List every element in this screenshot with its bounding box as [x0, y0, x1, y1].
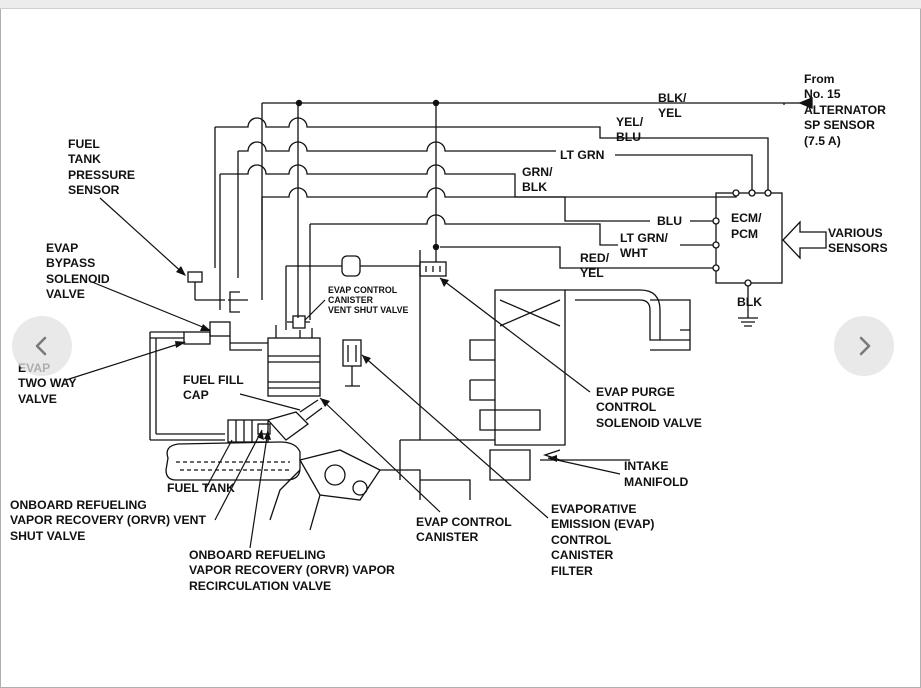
wiring-harness: [214, 102, 802, 320]
label-bypass-2: BYPASS: [46, 256, 95, 270]
label-sp-sensor: SP SENSOR: [804, 118, 875, 132]
various-sensors-1: VARIOUS: [828, 226, 883, 240]
wire-yel-blu-1: YEL/: [616, 115, 644, 129]
previous-image-button[interactable]: [12, 316, 72, 376]
label-filter-4: CANISTER: [551, 548, 613, 562]
wire-red-yel-1: RED/: [580, 251, 610, 265]
wire-lt-grn-wht-1: LT GRN/: [620, 231, 668, 245]
label-fillcap-2: CAP: [183, 388, 209, 402]
label-intake-1: INTAKE: [624, 459, 668, 473]
label-amps: (7.5 A): [804, 134, 841, 148]
label-ftps-3: PRESSURE: [68, 168, 135, 182]
label-bypass-3: SOLENOID: [46, 272, 110, 286]
wire-blu: BLU: [657, 214, 682, 228]
label-no15: No. 15: [804, 87, 841, 101]
ecm-label-2: PCM: [731, 227, 758, 241]
next-image-button[interactable]: [834, 316, 894, 376]
label-purge-2: CONTROL: [596, 400, 657, 414]
wire-grn-blk-1: GRN/: [522, 165, 553, 179]
label-fuel-tank: FUEL TANK: [167, 481, 235, 495]
label-vsv-3: VENT SHUT VALVE: [328, 305, 408, 315]
chevron-right-icon: [859, 336, 871, 356]
various-sensors-arrow: [782, 220, 827, 260]
label-vsv-1: EVAP CONTROL: [328, 285, 398, 295]
ecm-label-1: ECM/: [731, 211, 762, 225]
label-purge-1: EVAP PURGE: [596, 385, 675, 399]
label-ftps-2: TANK: [68, 152, 101, 166]
wire-lt-grn-wht-2: WHT: [620, 246, 648, 260]
label-ftps-4: SENSOR: [68, 183, 120, 197]
fuel-tank-shape: [165, 441, 301, 481]
label-vsv-2: CANISTER: [328, 295, 374, 305]
evap-canister-shape: [267, 337, 321, 397]
label-orvr-recirc-3: RECIRCULATION VALVE: [189, 579, 331, 593]
label-filter-2: EMISSION (EVAP): [551, 517, 654, 531]
label-from: From: [804, 72, 835, 86]
label-orvr-recirc-1: ONBOARD REFUELING: [189, 548, 326, 562]
label-twoway-2: TWO WAY: [18, 376, 76, 390]
diagram-labels: From No. 15 ALTERNATOR SP SENSOR (7.5 A)…: [10, 72, 888, 593]
engine-assembly: [269, 250, 691, 531]
label-orvr-vent-3: SHUT VALVE: [10, 529, 85, 543]
label-orvr-vent-1: ONBOARD REFUELING: [10, 498, 147, 512]
label-alternator: ALTERNATOR: [804, 103, 886, 117]
label-filter-3: CONTROL: [551, 533, 612, 547]
label-fillcap-1: FUEL FILL: [183, 373, 244, 387]
label-filter-1: EVAPORATIVE: [551, 502, 637, 516]
label-orvr-vent-2: VAPOR RECOVERY (ORVR) VENT: [10, 513, 206, 527]
viewer-top-bar: [0, 0, 921, 9]
label-canister-1: EVAP CONTROL: [416, 515, 512, 529]
label-intake-2: MANIFOLD: [624, 475, 689, 489]
wire-red-yel-2: YEL: [580, 266, 604, 280]
wire-grn-blk-2: BLK: [522, 180, 547, 194]
label-purge-3: SOLENOID VALVE: [596, 416, 702, 430]
label-bypass-4: VALVE: [46, 287, 85, 301]
various-sensors-2: SENSORS: [828, 241, 888, 255]
label-ftps-1: FUEL: [68, 137, 100, 151]
wire-blk-yel-2: YEL: [658, 106, 682, 120]
ground-label-blk: BLK: [737, 295, 762, 309]
label-canister-2: CANISTER: [416, 530, 478, 544]
wire-yel-blu-2: BLU: [616, 130, 641, 144]
wire-blk-yel-1: BLK/: [658, 91, 687, 105]
label-bypass-1: EVAP: [46, 241, 78, 255]
label-orvr-recirc-2: VAPOR RECOVERY (ORVR) VAPOR: [189, 563, 395, 577]
chevron-left-icon: [35, 336, 47, 356]
label-filter-5: FILTER: [551, 564, 593, 578]
label-twoway-3: VALVE: [18, 392, 57, 406]
wire-lt-grn: LT GRN: [560, 148, 604, 162]
